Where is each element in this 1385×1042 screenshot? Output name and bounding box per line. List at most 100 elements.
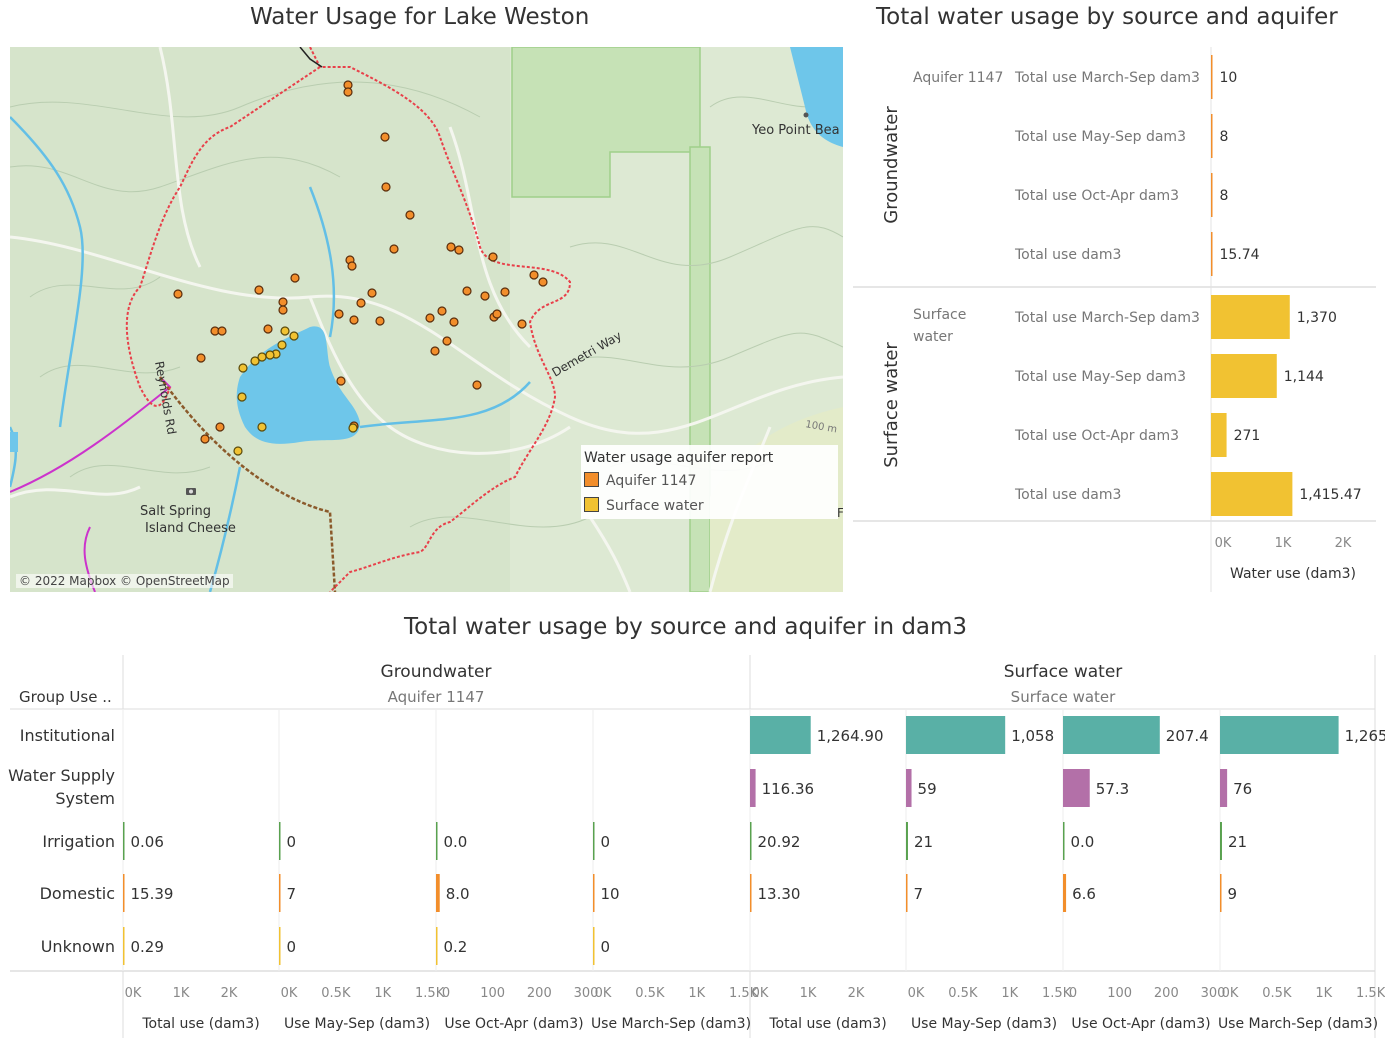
bar[interactable] (750, 716, 811, 754)
legend-item-aquifer[interactable]: Aquifer 1147 (584, 472, 696, 489)
bar[interactable] (1063, 874, 1067, 912)
well-marker-aquifer[interactable] (517, 319, 527, 329)
well-marker-aquifer[interactable] (375, 316, 385, 326)
well-marker-aquifer[interactable] (347, 261, 357, 271)
well-marker-aquifer[interactable] (480, 291, 490, 301)
bar[interactable] (436, 874, 440, 912)
well-marker-aquifer[interactable] (254, 285, 264, 295)
bar[interactable] (1211, 413, 1227, 457)
well-marker-surface[interactable] (265, 350, 275, 360)
well-marker-aquifer[interactable] (278, 297, 288, 307)
bar[interactable] (593, 822, 595, 860)
well-marker-aquifer[interactable] (380, 132, 390, 142)
well-markers[interactable] (173, 80, 548, 456)
well-marker-surface[interactable] (289, 331, 299, 341)
well-marker-aquifer[interactable] (437, 306, 447, 316)
bar[interactable] (1211, 295, 1290, 339)
bar[interactable] (1220, 874, 1222, 912)
bar[interactable] (906, 769, 912, 807)
well-marker-surface[interactable] (257, 352, 267, 362)
map-attribution[interactable]: © 2022 Mapbox © OpenStreetMap (16, 574, 233, 588)
bar[interactable] (1211, 472, 1293, 516)
bar[interactable] (750, 874, 752, 912)
bar[interactable] (279, 874, 281, 912)
well-marker-aquifer[interactable] (425, 313, 435, 323)
well-marker-aquifer[interactable] (334, 309, 344, 319)
bar[interactable] (279, 927, 281, 965)
measure-label: Total use dam3 (1014, 247, 1121, 263)
bar[interactable] (1211, 232, 1213, 276)
bar[interactable] (123, 927, 125, 965)
well-marker-surface[interactable] (238, 363, 248, 373)
well-marker-aquifer[interactable] (529, 270, 539, 280)
x-tick-label: 1K (1315, 986, 1332, 1001)
park-strip (689, 146, 711, 592)
well-marker-aquifer[interactable] (500, 287, 510, 297)
bar[interactable] (593, 927, 595, 965)
well-marker-aquifer[interactable] (446, 242, 456, 252)
bar[interactable] (1063, 769, 1090, 807)
well-marker-surface[interactable] (237, 392, 247, 402)
well-marker-aquifer[interactable] (349, 315, 359, 325)
watershed-boundary (125, 47, 572, 592)
bar[interactable] (906, 822, 908, 860)
map-title: Water Usage for Lake Weston (250, 4, 590, 30)
well-marker-surface[interactable] (277, 340, 287, 350)
bar[interactable] (906, 874, 908, 912)
bar[interactable] (1211, 173, 1213, 217)
map-view[interactable]: Yeo Point Bea Demetri Way Reynolds Rd 10… (10, 47, 843, 592)
well-marker-aquifer[interactable] (454, 245, 464, 255)
measure-label: Total use May-Sep dam3 (1014, 129, 1186, 145)
well-marker-aquifer[interactable] (492, 309, 502, 319)
well-marker-aquifer[interactable] (356, 298, 366, 308)
well-marker-aquifer[interactable] (290, 273, 300, 283)
bar[interactable] (1211, 354, 1277, 398)
bar[interactable] (750, 822, 752, 860)
bar[interactable] (123, 822, 125, 860)
well-marker-surface[interactable] (233, 446, 243, 456)
well-marker-aquifer[interactable] (196, 353, 206, 363)
well-marker-aquifer[interactable] (263, 324, 273, 334)
bar[interactable] (1220, 769, 1228, 807)
bar[interactable] (1063, 822, 1065, 860)
well-marker-aquifer[interactable] (538, 277, 548, 287)
well-marker-aquifer[interactable] (462, 286, 472, 296)
well-marker-aquifer[interactable] (336, 376, 346, 386)
bar[interactable] (1220, 716, 1339, 754)
well-marker-aquifer[interactable] (381, 182, 391, 192)
well-marker-aquifer[interactable] (389, 244, 399, 254)
well-marker-aquifer[interactable] (343, 87, 353, 97)
well-marker-aquifer[interactable] (442, 336, 452, 346)
bar[interactable] (906, 716, 1006, 754)
legend-item-surface[interactable]: Surface water (584, 497, 704, 514)
well-marker-aquifer[interactable] (367, 288, 377, 298)
x-tick-label: 100 (1107, 986, 1132, 1001)
well-marker-aquifer[interactable] (449, 317, 459, 327)
bar[interactable] (1211, 55, 1213, 99)
bar[interactable] (1211, 114, 1213, 158)
bar-value-label: 116.36 (762, 780, 815, 798)
well-marker-aquifer[interactable] (405, 210, 415, 220)
well-marker-aquifer[interactable] (173, 289, 183, 299)
bar[interactable] (123, 874, 125, 912)
well-marker-aquifer[interactable] (488, 252, 498, 262)
bar[interactable] (436, 822, 438, 860)
bar[interactable] (1063, 716, 1160, 754)
well-marker-aquifer[interactable] (217, 326, 227, 336)
bar[interactable] (750, 769, 756, 807)
well-marker-aquifer[interactable] (430, 346, 440, 356)
bar[interactable] (593, 874, 595, 912)
bar[interactable] (279, 822, 281, 860)
well-marker-surface[interactable] (348, 423, 358, 433)
well-marker-surface[interactable] (250, 356, 260, 366)
well-marker-aquifer[interactable] (200, 434, 210, 444)
bar[interactable] (1220, 822, 1222, 860)
well-marker-aquifer[interactable] (278, 305, 288, 315)
map-canvas[interactable]: Yeo Point Bea Demetri Way Reynolds Rd 10… (10, 47, 843, 592)
well-marker-surface[interactable] (257, 422, 267, 432)
well-marker-aquifer[interactable] (472, 380, 482, 390)
well-marker-surface[interactable] (280, 326, 290, 336)
legend-label-surface: Surface water (606, 498, 704, 514)
bar[interactable] (436, 927, 438, 965)
well-marker-aquifer[interactable] (215, 422, 225, 432)
